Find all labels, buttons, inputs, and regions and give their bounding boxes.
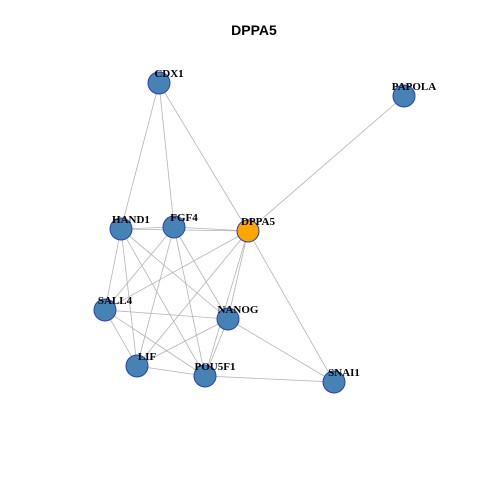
- node-label-fgf4: FGF4: [170, 212, 198, 224]
- node-pou5f1[interactable]: [193, 364, 217, 388]
- edge-dppa5-nanog: [227, 230, 249, 320]
- edge-sall4-nanog: [104, 309, 229, 320]
- node-snai1[interactable]: [322, 370, 346, 394]
- edge-cdx1-dppa5: [158, 82, 249, 232]
- edge-fgf4-nanog: [173, 226, 229, 320]
- node-fgf4[interactable]: [162, 215, 186, 239]
- edge-dppa5-pou5f1: [204, 230, 249, 377]
- node-label-papola: PAPOLA: [392, 81, 436, 93]
- node-dppa5[interactable]: [236, 219, 260, 243]
- node-label-sall4: SALL4: [98, 295, 133, 307]
- node-hand1[interactable]: [109, 217, 133, 241]
- edge-fgf4-dppa5: [173, 226, 249, 232]
- node-sall4[interactable]: [93, 298, 117, 322]
- edge-fgf4-lif: [136, 226, 175, 367]
- node-label-nanog: NANOG: [218, 304, 259, 316]
- edge-fgf4-sall4: [104, 226, 175, 311]
- node-label-pou5f1: POU5F1: [195, 361, 236, 373]
- edge-hand1-nanog: [120, 228, 229, 320]
- node-cdx1[interactable]: [147, 71, 171, 95]
- edge-nanog-snai1: [227, 318, 335, 383]
- edge-dppa5-sall4: [104, 230, 249, 311]
- node-label-hand1: HAND1: [112, 214, 150, 226]
- edge-fgf4-pou5f1: [173, 226, 206, 377]
- edge-cdx1-fgf4: [158, 82, 175, 228]
- node-label-lif: LIF: [138, 351, 157, 363]
- edge-hand1-sall4: [104, 228, 122, 311]
- edge-sall4-pou5f1: [104, 309, 206, 377]
- node-papola[interactable]: [392, 84, 416, 108]
- node-label-snai1: SNAI1: [328, 367, 360, 379]
- node-layer: [93, 71, 416, 394]
- edge-papola-dppa5: [247, 95, 405, 232]
- edge-hand1-pou5f1: [120, 228, 206, 377]
- node-label-cdx1: CDX1: [154, 68, 183, 80]
- edge-nanog-lif: [136, 318, 229, 367]
- edge-pou5f1-snai1: [204, 375, 335, 383]
- node-lif[interactable]: [125, 354, 149, 378]
- edge-dppa5-snai1: [247, 230, 335, 383]
- edge-cdx1-hand1: [120, 82, 160, 230]
- edge-hand1-lif: [120, 228, 138, 367]
- diagram-title: DPPA5: [231, 22, 277, 38]
- node-nanog[interactable]: [216, 307, 240, 331]
- node-label-dppa5: DPPA5: [241, 216, 276, 228]
